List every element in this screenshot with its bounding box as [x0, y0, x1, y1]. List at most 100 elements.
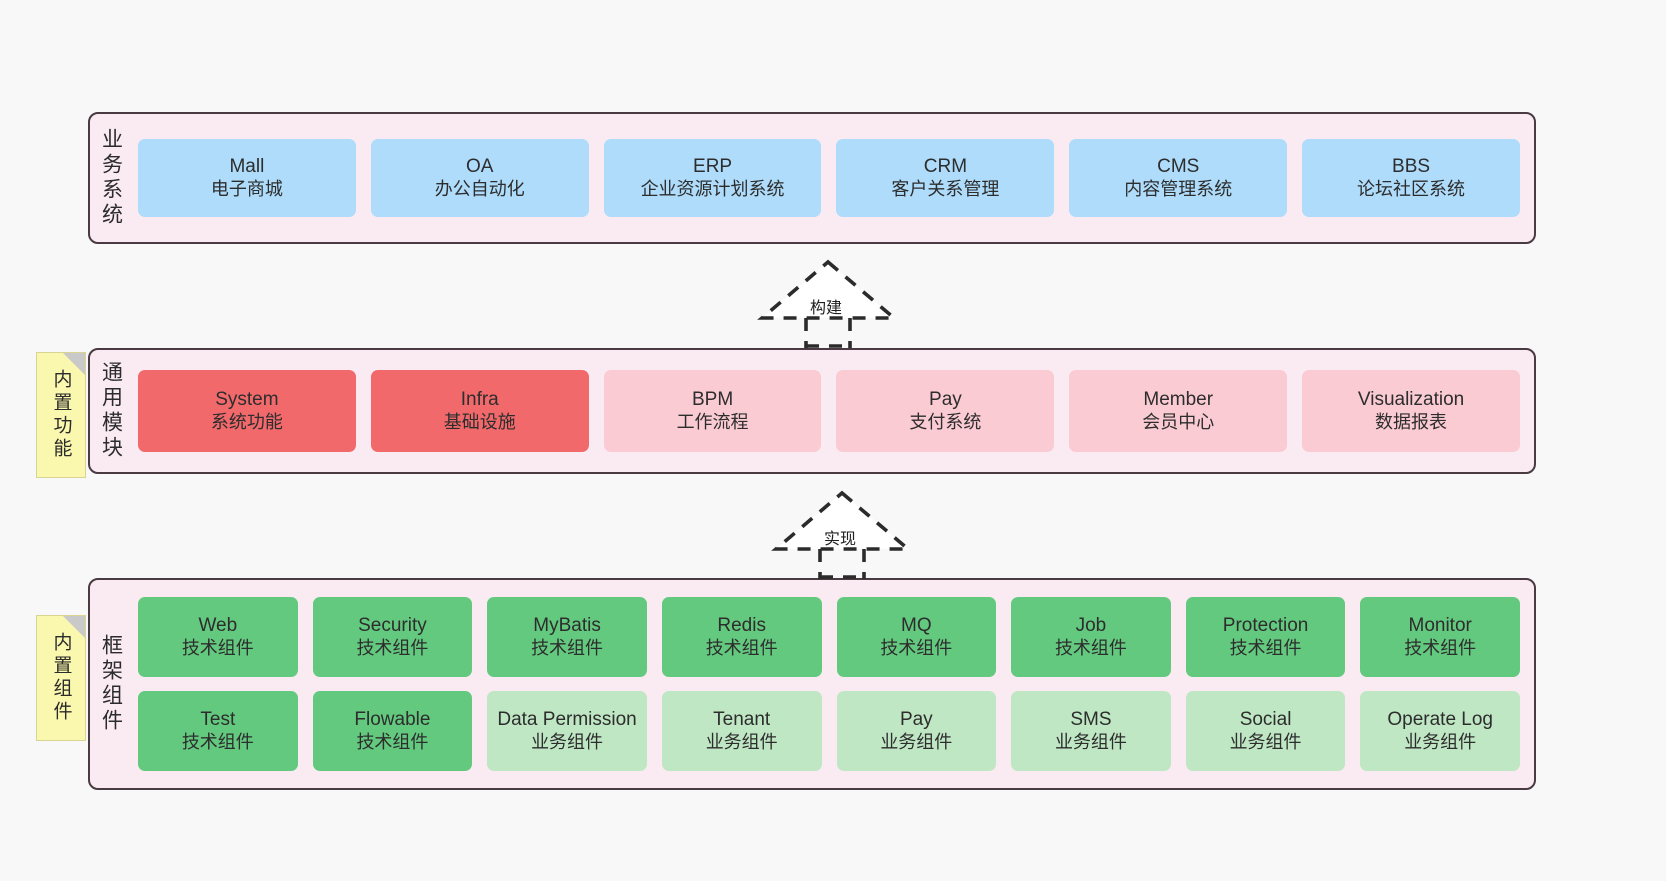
card-title: Pay	[899, 709, 933, 731]
card-title: Flowable	[354, 709, 431, 731]
card-row: Web 技术组件 Security 技术组件 MyBatis 技术组件 Redi…	[138, 597, 1520, 677]
card-member[interactable]: Member 会员中心	[1069, 370, 1288, 452]
card-bpm[interactable]: BPM 工作流程	[603, 370, 822, 452]
card-subtitle: 业务组件	[1404, 731, 1477, 752]
card-subtitle: 支付系统	[909, 411, 982, 432]
layer-framework-components-body: Web 技术组件 Security 技术组件 MyBatis 技术组件 Redi…	[132, 597, 1534, 771]
card-subtitle: 业务组件	[1054, 731, 1127, 752]
card-subtitle: 技术组件	[880, 637, 953, 658]
card-subtitle: 技术组件	[1404, 637, 1477, 658]
card-title: MyBatis	[533, 615, 601, 637]
card-test[interactable]: Test 技术组件	[138, 691, 298, 771]
card-title: System	[215, 389, 279, 411]
card-subtitle: 业务组件	[880, 731, 953, 752]
connector-implement-label: 实现	[824, 531, 857, 548]
card-pay[interactable]: Pay 支付系统	[836, 370, 1055, 452]
card-subtitle: 工作流程	[676, 411, 749, 432]
card-mybatis[interactable]: MyBatis 技术组件	[487, 597, 647, 677]
layer-framework-components-label: 框架组件	[99, 634, 123, 734]
card-sms[interactable]: SMS 业务组件	[1011, 691, 1171, 771]
card-subtitle: 业务组件	[1229, 731, 1302, 752]
card-social[interactable]: Social 业务组件	[1185, 691, 1346, 771]
card-title: Operate Log	[1387, 709, 1493, 731]
card-web[interactable]: Web 技术组件	[138, 597, 298, 677]
layer-business-systems: 业务系统 Mall 电子商城 OA 办公自动化 ERP 企业资源计划系统 CRM…	[88, 112, 1536, 244]
layer-framework-components: 框架组件 Web 技术组件 Security 技术组件 MyBatis 技术组件…	[88, 578, 1536, 790]
card-visualization[interactable]: Visualization 数据报表	[1302, 370, 1520, 452]
card-title: Data Permission	[497, 709, 637, 731]
card-title: Job	[1075, 615, 1107, 637]
note-label: 内置功能	[50, 369, 72, 461]
card-cms[interactable]: CMS 内容管理系统	[1069, 139, 1288, 217]
card-title: Visualization	[1357, 389, 1465, 411]
card-title: Test	[200, 709, 236, 731]
layer-business-systems-body: Mall 电子商城 OA 办公自动化 ERP 企业资源计划系统 CRM 客户关系…	[132, 139, 1534, 217]
card-subtitle: 技术组件	[531, 637, 604, 658]
note-label: 内置组件	[50, 632, 72, 724]
card-title: Web	[198, 615, 238, 637]
card-flowable[interactable]: Flowable 技术组件	[312, 691, 473, 771]
card-subtitle: 会员中心	[1142, 411, 1215, 432]
card-title: BPM	[691, 389, 734, 411]
layer-business-systems-label: 业务系统	[99, 128, 123, 228]
card-bbs[interactable]: BBS 论坛社区系统	[1302, 139, 1520, 217]
card-system[interactable]: System 系统功能	[138, 370, 356, 452]
card-title: Infra	[460, 389, 499, 411]
card-title: SMS	[1070, 709, 1112, 731]
card-subtitle: 业务组件	[531, 731, 604, 752]
card-mall[interactable]: Mall 电子商城	[138, 139, 356, 217]
card-security[interactable]: Security 技术组件	[312, 597, 473, 677]
card-redis[interactable]: Redis 技术组件	[661, 597, 822, 677]
arrow-head	[757, 259, 899, 320]
card-subtitle: 系统功能	[210, 411, 283, 432]
connector-build: 构建	[757, 256, 899, 348]
layer-common-modules-body: System 系统功能 Infra 基础设施 BPM 工作流程 Pay 支付系统…	[132, 370, 1534, 452]
card-subtitle: 业务组件	[705, 731, 778, 752]
card-subtitle: 技术组件	[181, 731, 254, 752]
card-subtitle: 技术组件	[356, 731, 429, 752]
card-title: Mall	[229, 156, 265, 178]
card-subtitle: 基础设施	[443, 411, 516, 432]
connector-build-label: 构建	[810, 300, 843, 317]
card-title: CMS	[1157, 156, 1200, 178]
card-title: ERP	[693, 156, 733, 178]
card-monitor[interactable]: Monitor 技术组件	[1360, 597, 1520, 677]
card-tenant[interactable]: Tenant 业务组件	[661, 691, 822, 771]
arrow-head	[771, 490, 913, 551]
note-fold-icon	[63, 353, 85, 375]
card-title: Member	[1143, 389, 1214, 411]
card-subtitle: 技术组件	[181, 637, 254, 658]
card-subtitle: 内容管理系统	[1124, 178, 1233, 199]
layer-common-modules: 通用模块 System 系统功能 Infra 基础设施 BPM 工作流程 Pay…	[88, 348, 1536, 474]
card-subtitle: 技术组件	[1229, 637, 1302, 658]
card-subtitle: 论坛社区系统	[1357, 178, 1466, 199]
card-subtitle: 技术组件	[705, 637, 778, 658]
card-title: Social	[1239, 709, 1292, 731]
card-title: Tenant	[713, 709, 771, 731]
card-operate-log[interactable]: Operate Log 业务组件	[1360, 691, 1520, 771]
card-infra[interactable]: Infra 基础设施	[370, 370, 589, 452]
card-title: Pay	[929, 389, 962, 411]
card-erp[interactable]: ERP 企业资源计划系统	[603, 139, 822, 217]
card-row: Mall 电子商城 OA 办公自动化 ERP 企业资源计划系统 CRM 客户关系…	[138, 139, 1520, 217]
card-subtitle: 企业资源计划系统	[640, 178, 785, 199]
card-pay-business[interactable]: Pay 业务组件	[836, 691, 997, 771]
card-subtitle: 技术组件	[1054, 637, 1127, 658]
card-row: System 系统功能 Infra 基础设施 BPM 工作流程 Pay 支付系统…	[138, 370, 1520, 452]
card-subtitle: 客户关系管理	[891, 178, 1000, 199]
card-title: CRM	[923, 156, 968, 178]
card-oa[interactable]: OA 办公自动化	[370, 139, 589, 217]
card-job[interactable]: Job 技术组件	[1011, 597, 1171, 677]
card-row: Test 技术组件 Flowable 技术组件 Data Permission …	[138, 691, 1520, 771]
card-title: Redis	[717, 615, 766, 637]
card-subtitle: 技术组件	[356, 637, 429, 658]
card-title: Protection	[1222, 615, 1309, 637]
card-subtitle: 数据报表	[1375, 411, 1448, 432]
card-data-permission[interactable]: Data Permission 业务组件	[487, 691, 647, 771]
card-protection[interactable]: Protection 技术组件	[1185, 597, 1346, 677]
card-crm[interactable]: CRM 客户关系管理	[836, 139, 1055, 217]
card-mq[interactable]: MQ 技术组件	[836, 597, 997, 677]
card-title: BBS	[1392, 156, 1431, 178]
note-builtin-components: 内置组件	[36, 615, 86, 741]
